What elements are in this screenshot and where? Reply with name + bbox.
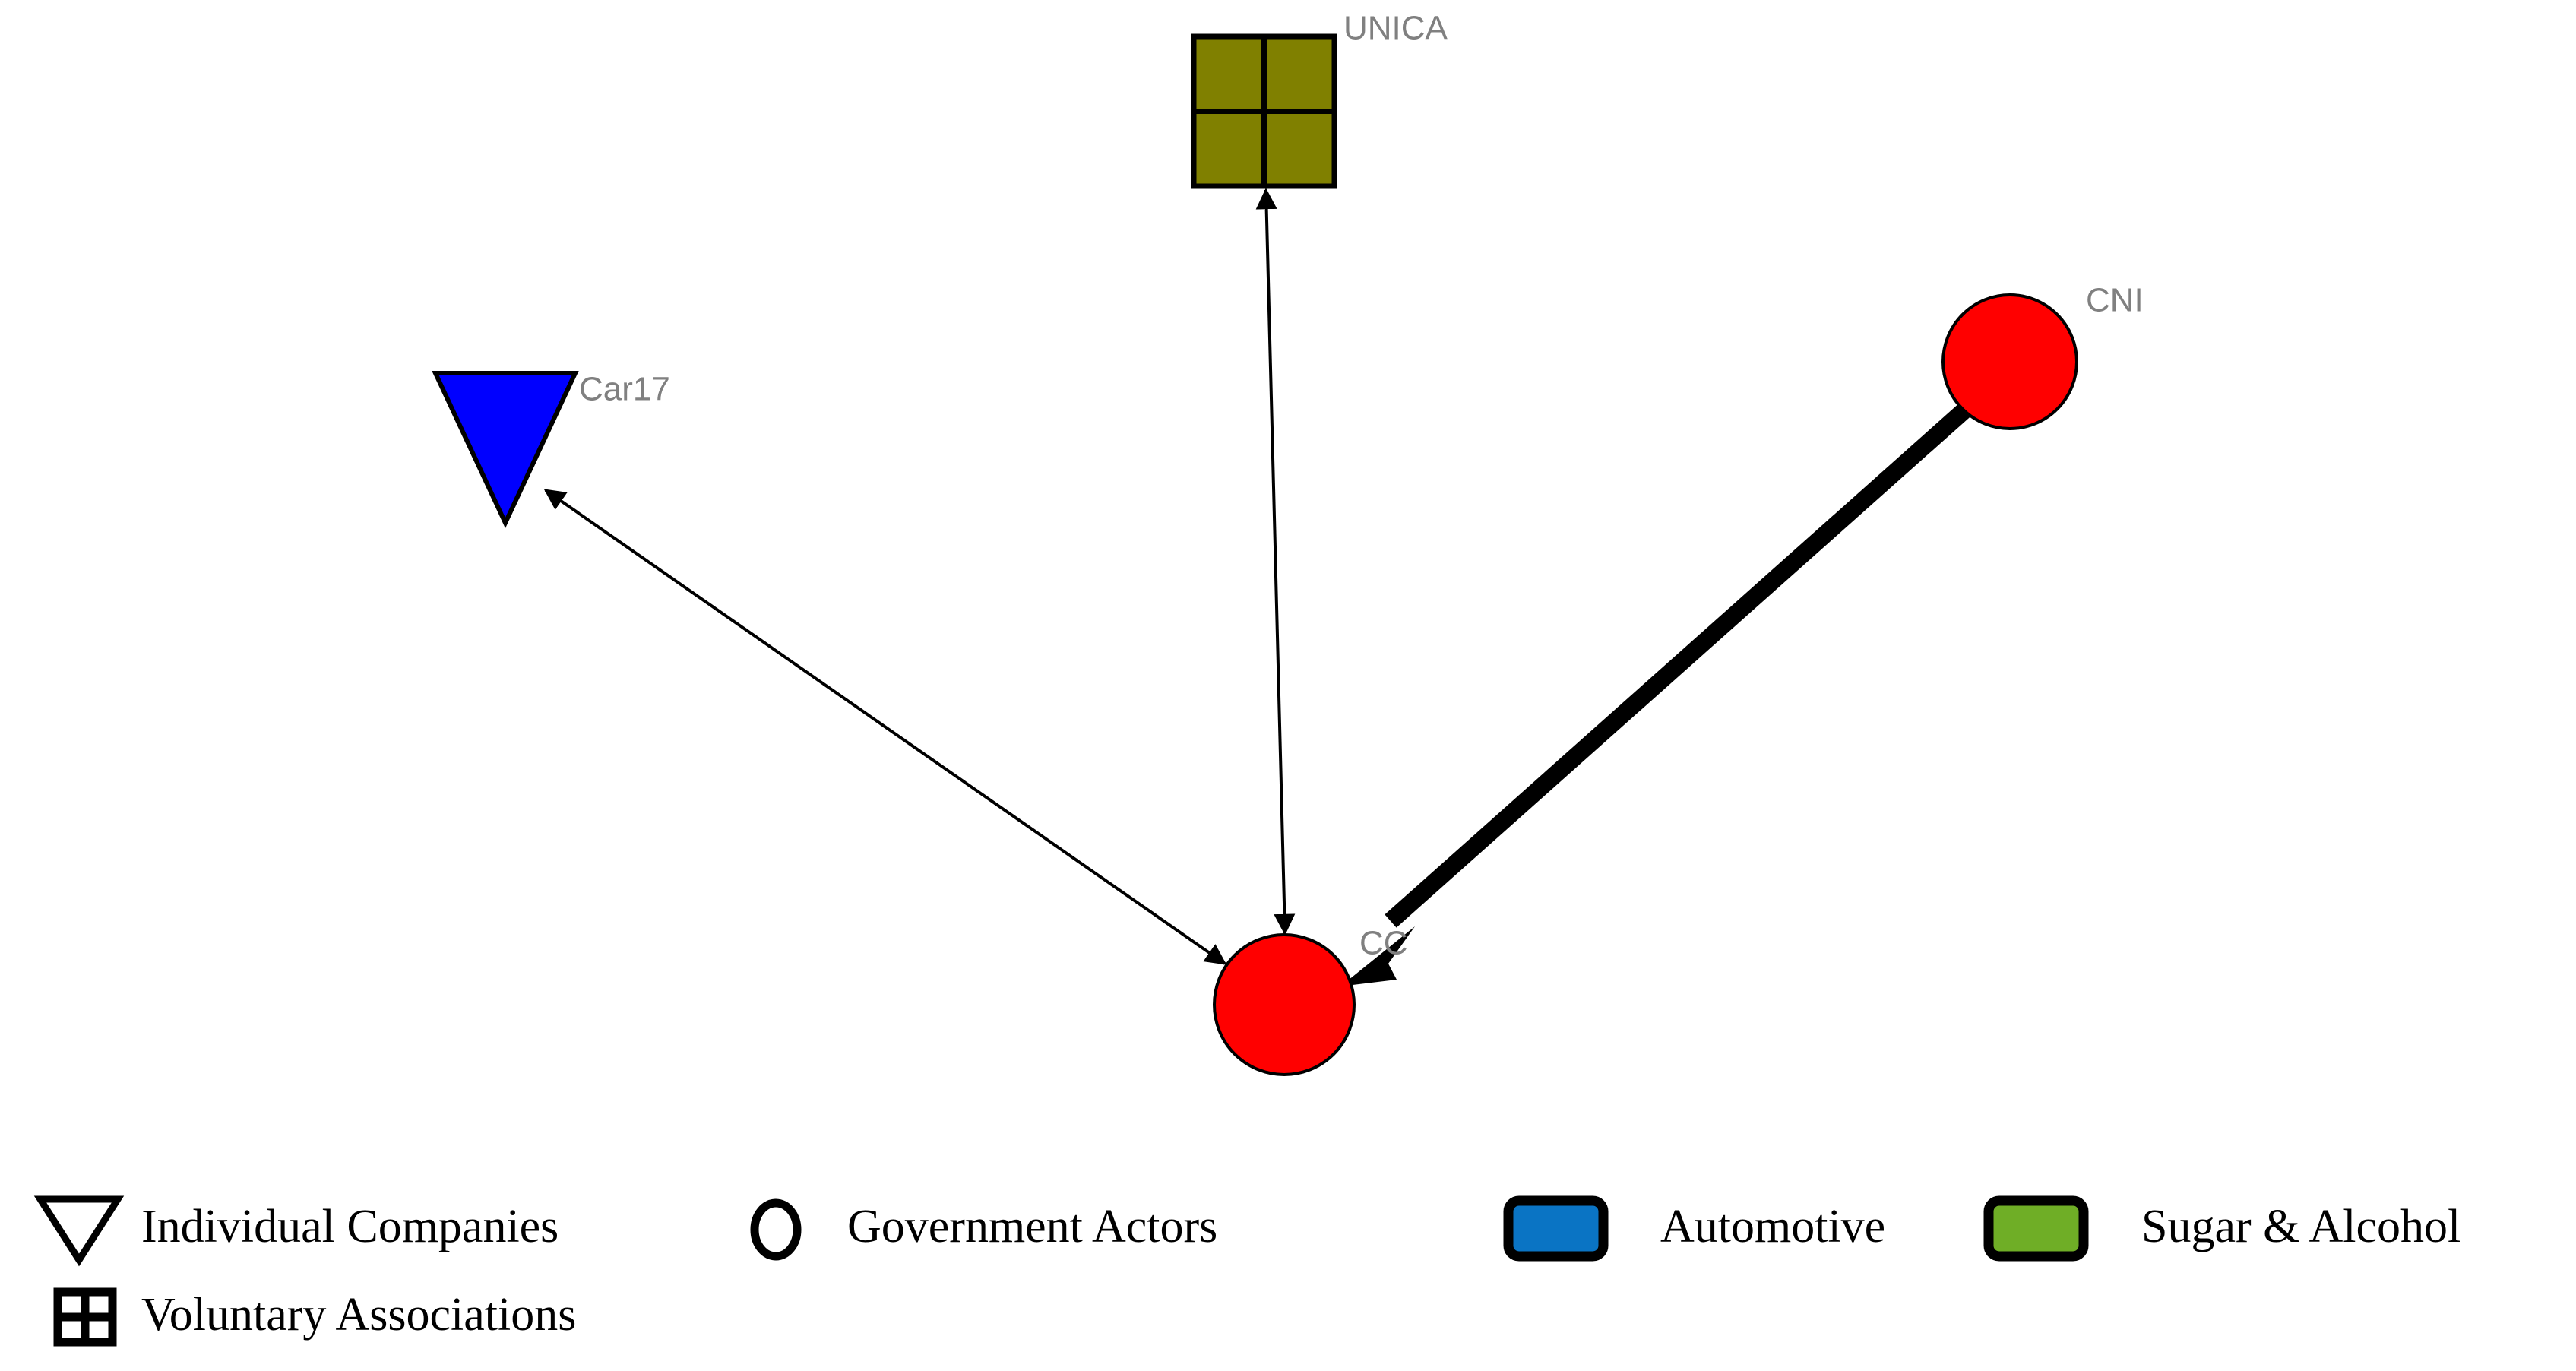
edge-cni-cc-arrowhead: [1340, 926, 1415, 986]
legend-label-individual-companies: Individual Companies: [141, 1201, 559, 1252]
cni-circle[interactable]: [1941, 293, 2078, 430]
edge-cc-unica[interactable]: [1255, 188, 1296, 936]
node-label-unica: UNICA: [1343, 10, 1448, 47]
nodes-layer: UNICA Car17 CNI CC: [432, 10, 2144, 1076]
node-label-cc: CC: [1359, 925, 1408, 962]
edge-cc-car17[interactable]: [543, 489, 1227, 965]
legend-label-sugar-alcohol: Sugar & Alcohol: [2141, 1201, 2460, 1252]
car17-triangle[interactable]: [432, 371, 579, 529]
node-cni[interactable]: CNI: [1941, 282, 2144, 430]
edge-cni-cc[interactable]: [1385, 404, 1970, 928]
legend-label-automotive: Automotive: [1660, 1201, 1885, 1252]
color-swatch-icon-automotive: [1503, 1195, 1609, 1262]
legend-label-government-actors: Government Actors: [847, 1201, 1217, 1252]
node-cc[interactable]: CC: [1213, 925, 1408, 1076]
node-label-cni: CNI: [2086, 282, 2144, 319]
node-unica[interactable]: UNICA: [1191, 10, 1448, 189]
legend-label-voluntary-associations: Voluntary Associations: [141, 1289, 576, 1341]
legend-item-individual-companies[interactable]: Individual Companies: [33, 1195, 559, 1267]
circle-outline-icon: [750, 1198, 802, 1261]
cc-circle[interactable]: [1213, 933, 1356, 1076]
legend-item-sugar-alcohol[interactable]: Sugar & Alcohol: [1983, 1195, 2460, 1262]
node-car17[interactable]: Car17: [432, 371, 670, 529]
color-swatch-icon-sugar-alcohol: [1983, 1195, 2089, 1262]
triangle-down-outline-icon: [33, 1195, 125, 1267]
node-label-car17: Car17: [579, 371, 670, 408]
legend: Individual Companies Government Actors A…: [33, 1195, 2460, 1347]
legend-item-government-actors[interactable]: Government Actors: [750, 1198, 1217, 1261]
edges-layer: [543, 188, 1970, 986]
legend-item-voluntary-associations[interactable]: Voluntary Associations: [53, 1287, 576, 1347]
legend-item-automotive[interactable]: Automotive: [1503, 1195, 1885, 1262]
